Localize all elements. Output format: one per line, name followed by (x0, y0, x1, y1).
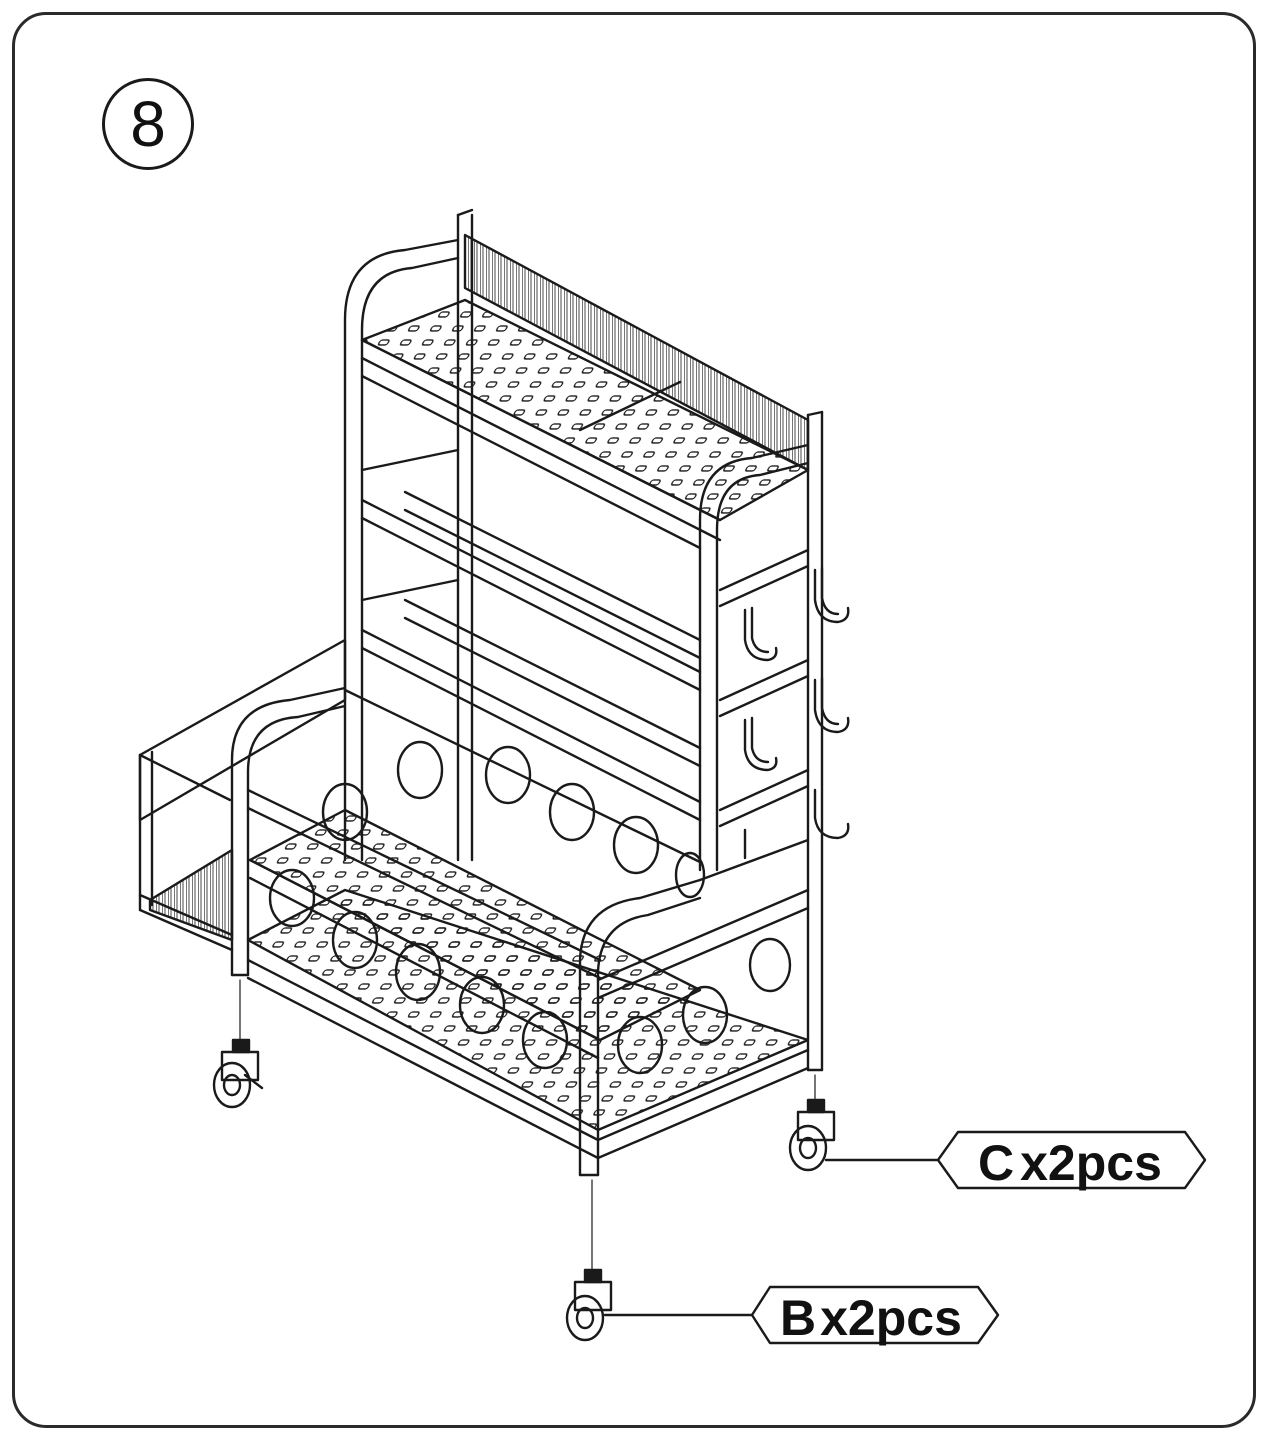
caster-c-back-right (788, 1074, 836, 1172)
lower-left-arch (230, 686, 347, 977)
label-box-b (750, 1285, 1000, 1345)
step-number-badge: 8 (102, 78, 194, 170)
top-shelf-assembly (343, 208, 850, 1072)
bottom-tray (246, 888, 810, 1132)
side-basket-back (138, 638, 347, 822)
callout-caster-b: Bx2pcs (603, 1285, 1000, 1346)
side-hooks (743, 566, 850, 860)
lower-cart-body (230, 686, 824, 1177)
hook-bar-3 (718, 768, 810, 812)
callout-b-text: Bx2pcs (780, 1290, 962, 1346)
caster-front-left (212, 979, 264, 1109)
diagram-frame (12, 12, 1256, 1428)
front-left-arch (343, 238, 460, 862)
caster-b-front-right (565, 1179, 613, 1342)
middle-rail-2 (360, 628, 702, 804)
hook-bar-1 (718, 548, 810, 592)
decorative-ring-panel (321, 740, 706, 899)
callout-c-qty: x2pcs (1020, 1135, 1162, 1191)
callout-b-qty: x2pcs (820, 1290, 962, 1346)
label-box-c (936, 1130, 1207, 1190)
callout-c-letter: C (978, 1135, 1014, 1191)
callout-b-letter: B (780, 1290, 816, 1346)
step-number: 8 (130, 88, 166, 160)
hook-bar-2 (718, 658, 810, 702)
middle-rail-1 (360, 498, 702, 674)
